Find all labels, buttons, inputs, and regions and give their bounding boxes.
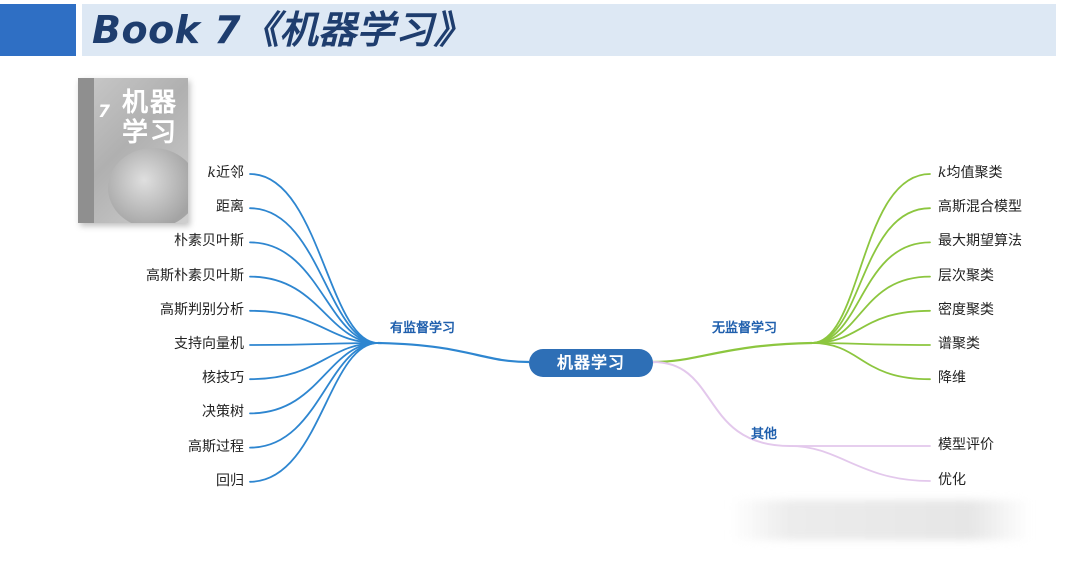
unsupervised-leaf-6: 降维: [938, 370, 966, 387]
book-cover-title: 机器 学习: [122, 88, 182, 148]
book-cover-image: 7 机器 学习: [78, 78, 188, 223]
unsupervised-leaf-3: 层次聚类: [938, 267, 994, 284]
root-node-machine-learning: 机器学习: [529, 349, 653, 377]
supervised-leaf-9: 回归: [216, 472, 244, 489]
supervised-leaf-5: 支持向量机: [174, 336, 244, 352]
supervised-leaf-3: 高斯朴素贝叶斯: [146, 267, 244, 284]
supervised-leaf-0: k近邻: [207, 165, 244, 181]
supervised-leaf-2: 朴素贝叶斯: [174, 233, 244, 250]
unsupervised-leaf-2: 最大期望算法: [938, 233, 1022, 250]
other-leaf-0: 模型评价: [938, 437, 994, 453]
unsupervised-connector-4: [811, 309, 931, 344]
other-connectors: [789, 445, 931, 482]
book-spine: [78, 78, 94, 223]
unsupervised-connector-6: [811, 342, 931, 381]
header-accent-block: [0, 4, 76, 56]
unsupervised-connectors: [811, 173, 931, 381]
unsupervised-learning-node: 无监督学习: [712, 321, 778, 336]
supervised-connector-0: [249, 173, 379, 344]
supervised-connector-4: [249, 309, 379, 344]
supervised-connector-9: [249, 342, 379, 483]
other-leaf-1: 优化: [938, 472, 966, 488]
supervised-connector-5: [249, 342, 379, 346]
book-cover-title-line2: 学习: [122, 118, 179, 148]
unsupervised-leaf-5: 谱聚类: [938, 336, 980, 352]
supervised-connector-8: [249, 342, 379, 449]
unsupervised-leaf-1: 高斯混合模型: [938, 199, 1022, 216]
blurred-watermark: [730, 500, 1030, 540]
supervised-connector-7: [249, 342, 379, 415]
supervised-learning-node: 有监督学习: [390, 321, 456, 336]
other-connector-1: [789, 445, 931, 482]
book-cover-graphic: [108, 148, 188, 223]
unsupervised-connector-0: [811, 173, 931, 344]
book-cover-title-line1: 机器: [122, 88, 179, 118]
root-to-other-connector: [652, 361, 791, 447]
unsupervised-connector-3: [811, 275, 931, 344]
supervised-connector-2: [249, 241, 379, 344]
supervised-leaf-7: 决策树: [202, 404, 244, 421]
unsupervised-connector-2: [811, 241, 931, 344]
book-cover-number: 7: [98, 102, 110, 122]
unsupervised-leaf-0: k均值聚类: [938, 165, 1003, 181]
root-to-supervised-connector: [377, 341, 530, 364]
supervised-connector-1: [249, 207, 379, 344]
other-node: 其他: [751, 427, 778, 442]
page-title: Book 7《机器学习》: [92, 8, 473, 52]
root-to-unsupervised-connector: [652, 341, 813, 364]
supervised-leaf-6: 核技巧: [202, 370, 244, 387]
header-bar: [82, 4, 1056, 56]
supervised-connectors: [249, 173, 379, 483]
supervised-leaf-8: 高斯过程: [188, 438, 244, 455]
supervised-leaf-4: 高斯判别分析: [160, 301, 244, 318]
supervised-connector-3: [249, 275, 379, 344]
unsupervised-leaf-4: 密度聚类: [938, 301, 994, 318]
unsupervised-connector-5: [811, 342, 931, 346]
supervised-connector-6: [249, 342, 379, 381]
supervised-leaf-1: 距离: [216, 199, 244, 216]
unsupervised-connector-1: [811, 207, 931, 344]
